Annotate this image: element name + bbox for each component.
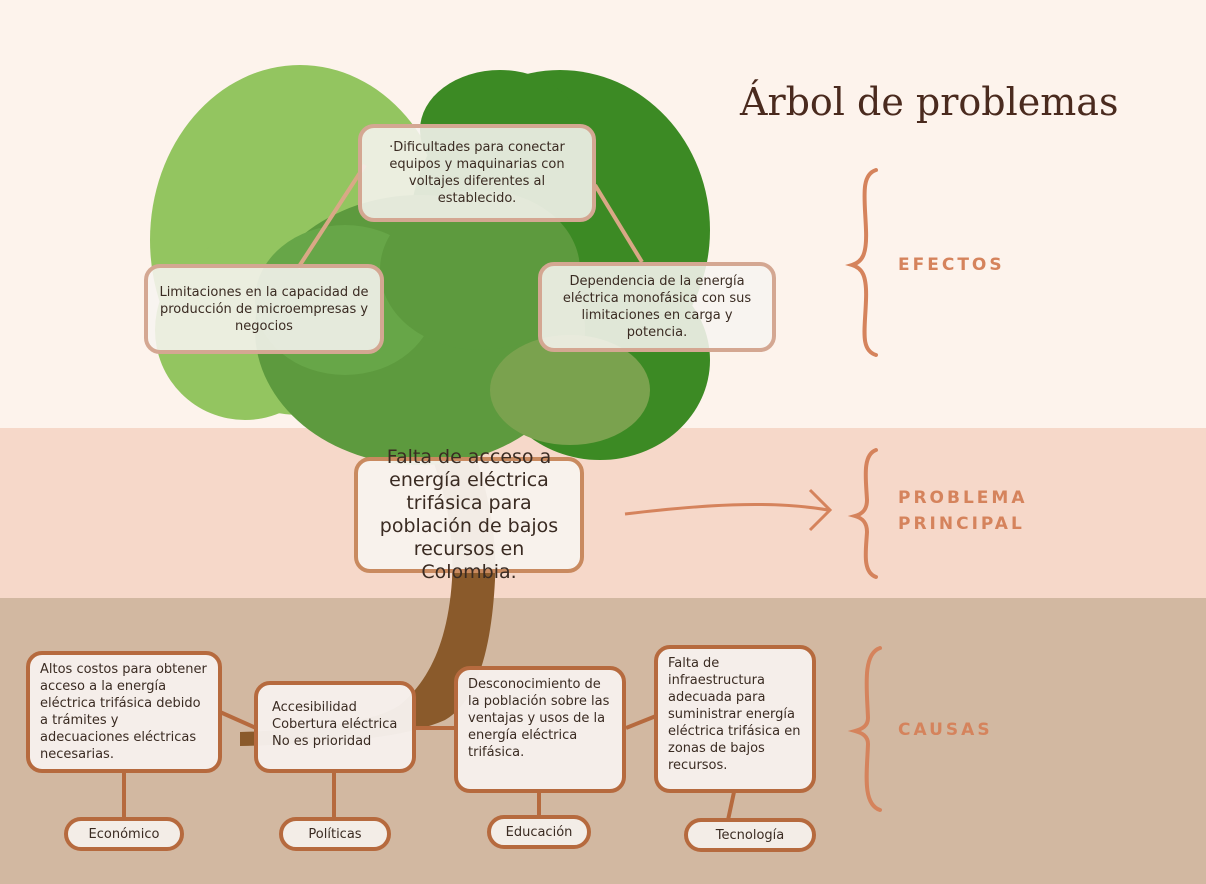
effect-box-top: ·Dificultades para conectar equipos y ma…: [358, 124, 596, 222]
category-political: Políticas: [279, 817, 391, 851]
cause-box-education: Desconocimiento de la población sobre la…: [454, 666, 626, 793]
arrow-head: [808, 488, 833, 532]
main-problem-box: Falta de acceso a energía eléctrica trif…: [354, 446, 584, 583]
main-problem-label-line1: PROBLEMA: [898, 488, 1028, 508]
main-problem-label: PROBLEMA PRINCIPAL: [898, 485, 1027, 537]
effect-box-left: Limitaciones en la capacidad de producci…: [144, 264, 384, 354]
connector-line: [296, 163, 367, 270]
effects-label: EFECTOS: [898, 255, 1005, 275]
brace-main-problem: [847, 448, 878, 579]
category-technology: Tecnología: [684, 818, 816, 852]
arrow: [624, 502, 829, 516]
brace-causes: [847, 646, 882, 812]
cause-box-technology: Falta de infraestructura adecuada para s…: [654, 645, 816, 793]
category-economic: Económico: [64, 817, 184, 851]
cause-box-economic: Altos costos para obtener acceso a la en…: [26, 651, 222, 773]
canopy-olive: [490, 335, 650, 445]
connector-line: [625, 714, 657, 730]
connector-line: [593, 183, 644, 264]
cause-box-political: Accesibilidad Cobertura eléctrica No es …: [254, 681, 416, 773]
category-education: Educación: [487, 815, 591, 849]
page-title: Árbol de problemas: [740, 80, 1119, 124]
connector-line: [219, 710, 257, 730]
main-problem-label-line2: PRINCIPAL: [898, 514, 1025, 534]
canopy-mid: [380, 190, 580, 350]
effect-box-right: Dependencia de la energía eléctrica mono…: [538, 262, 776, 352]
brace-effects: [845, 168, 878, 357]
connector-line: [726, 791, 736, 821]
causes-label: CAUSAS: [898, 720, 993, 740]
